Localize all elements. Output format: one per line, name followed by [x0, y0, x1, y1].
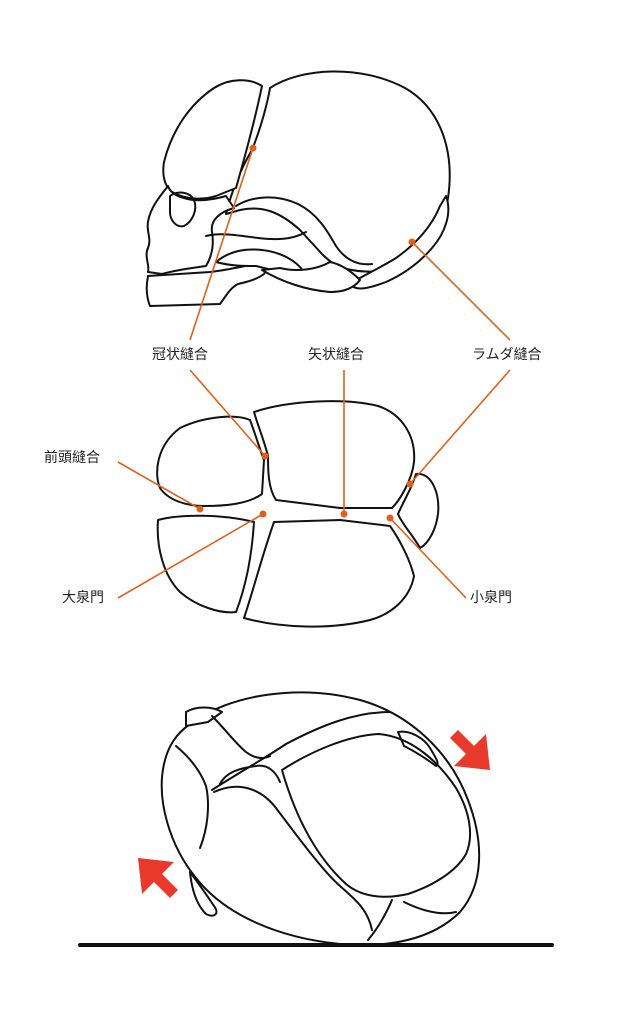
frontal-bone-lower [156, 514, 255, 614]
lambdoid-suture-leader-top [409, 369, 511, 485]
skull-tilted-view [160, 691, 481, 946]
sagittal-suture-tilted [211, 711, 391, 791]
arrow-up-right-icon [138, 858, 178, 898]
skull-top-view [117, 369, 511, 628]
zygomatic-arch [205, 231, 307, 241]
coronal-suture-leader-top [189, 147, 254, 341]
coronal-suture-leader-bottom [189, 369, 266, 457]
lambdoid-suture-leader-side [411, 241, 511, 341]
skull-tilted-outline [160, 691, 481, 946]
parietal-bone-upper [253, 400, 416, 509]
sagittal-suture-label: 矢状縫合 [308, 347, 364, 363]
posterior-fontanelle-label: 小泉門 [470, 589, 512, 606]
frontal-bone [162, 79, 263, 200]
frontal-tab-top [185, 706, 223, 727]
frontal-bone-upper [156, 415, 265, 507]
posterior-fontanelle-leader [389, 517, 467, 599]
facial-bones [145, 185, 235, 275]
lambdoid-inner-edge [403, 901, 457, 915]
temporal-squama [235, 196, 373, 266]
frontal-suture-leader [117, 461, 201, 510]
coronal-suture-tilted-lower [175, 745, 209, 849]
occipital-bone-top [397, 472, 440, 549]
frontal-suture-label: 前頭縫合 [44, 449, 100, 466]
frontal-fontanelle-edge [219, 764, 281, 785]
skull-side-view [145, 70, 511, 341]
arrow-down-left-icon [450, 730, 490, 770]
orbit [169, 191, 197, 228]
parietal-bone-lower [243, 519, 415, 628]
skull-base [261, 261, 361, 293]
occipital-lower-edge [367, 899, 393, 941]
anterior-fontanelle-leader [117, 513, 264, 599]
parietal-inner-edge [281, 733, 472, 898]
anterior-fontanelle-label: 大泉門 [62, 589, 104, 606]
coronal-suture-label: 冠状縫合 [152, 347, 208, 363]
lambdoid-suture-label: ラムダ縫合 [472, 347, 542, 363]
frontal-tab-bottom [189, 871, 218, 917]
frontal-inner-edge [213, 785, 373, 931]
